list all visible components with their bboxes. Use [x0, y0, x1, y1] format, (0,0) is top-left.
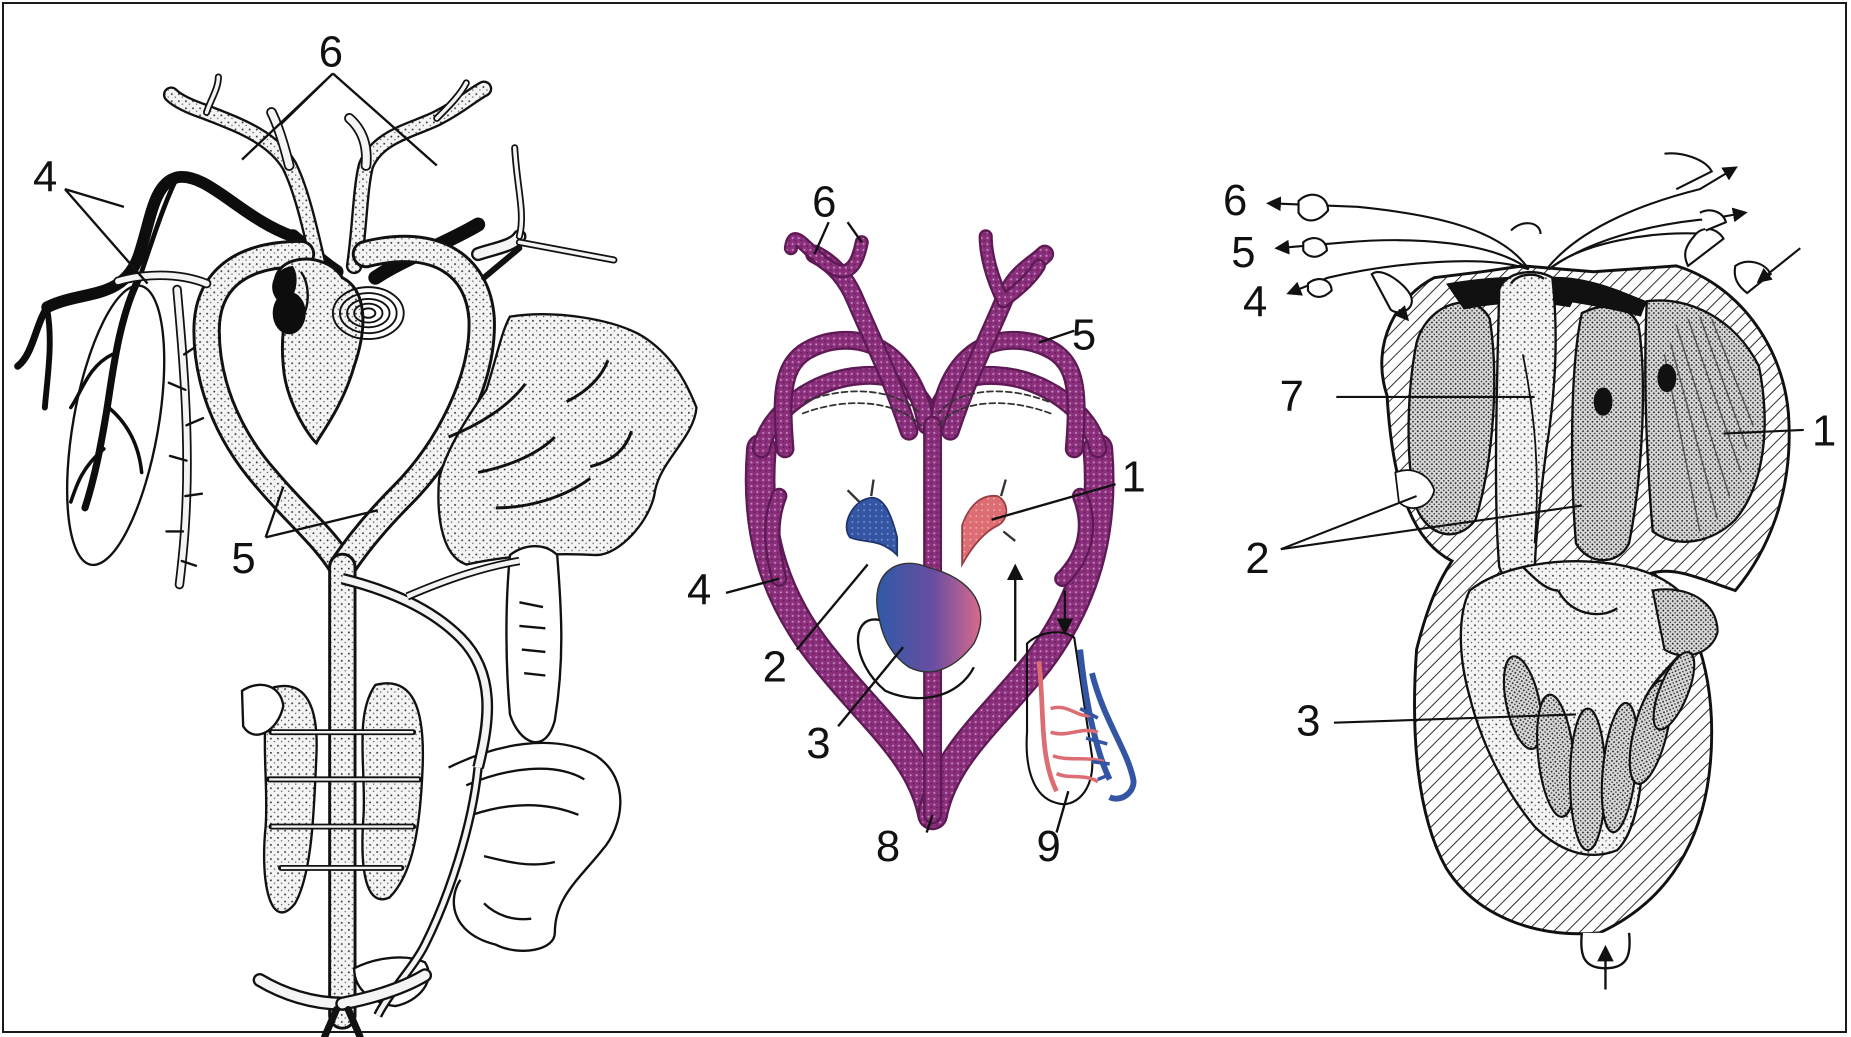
label-6: 6	[319, 27, 343, 76]
label-4: 4	[1243, 278, 1267, 327]
carotid-arteries	[171, 77, 484, 266]
sinus-venosus	[1581, 933, 1629, 990]
label-1: 1	[1121, 452, 1145, 501]
label-3: 3	[1296, 697, 1320, 746]
label-5: 5	[1231, 228, 1255, 277]
panel-middle-colored-circulation: 6 5 1 4 2 3 8 9	[687, 177, 1146, 871]
atria-chambers	[1395, 277, 1764, 561]
label-4-bracket	[65, 189, 148, 283]
label-2: 2	[763, 642, 787, 691]
left-atrium-section	[1572, 306, 1643, 560]
right-atrium	[847, 498, 898, 555]
label-1: 1	[1812, 406, 1836, 455]
label-4: 4	[33, 153, 57, 202]
label-7: 7	[1280, 372, 1304, 421]
panel-left-arterial-system: 6 4 5	[18, 27, 697, 1036]
label-6: 6	[1223, 176, 1247, 225]
label-2: 2	[1245, 534, 1269, 583]
label-4: 4	[687, 566, 711, 615]
label-5: 5	[1072, 311, 1096, 360]
label-6: 6	[812, 177, 836, 226]
label-9: 9	[1036, 822, 1060, 871]
panel-right-heart-section: 6 5 4 7 1 2 3	[1223, 153, 1836, 989]
label-5: 5	[231, 534, 255, 583]
label-3: 3	[806, 719, 830, 768]
middle-leader-lines	[726, 222, 1116, 832]
intestine-upper	[506, 546, 561, 742]
left-lung-outline	[49, 278, 182, 572]
left-atrium	[962, 496, 1006, 565]
heart-left	[272, 259, 404, 443]
label-8: 8	[876, 822, 900, 871]
visceral-organs	[342, 314, 696, 1015]
